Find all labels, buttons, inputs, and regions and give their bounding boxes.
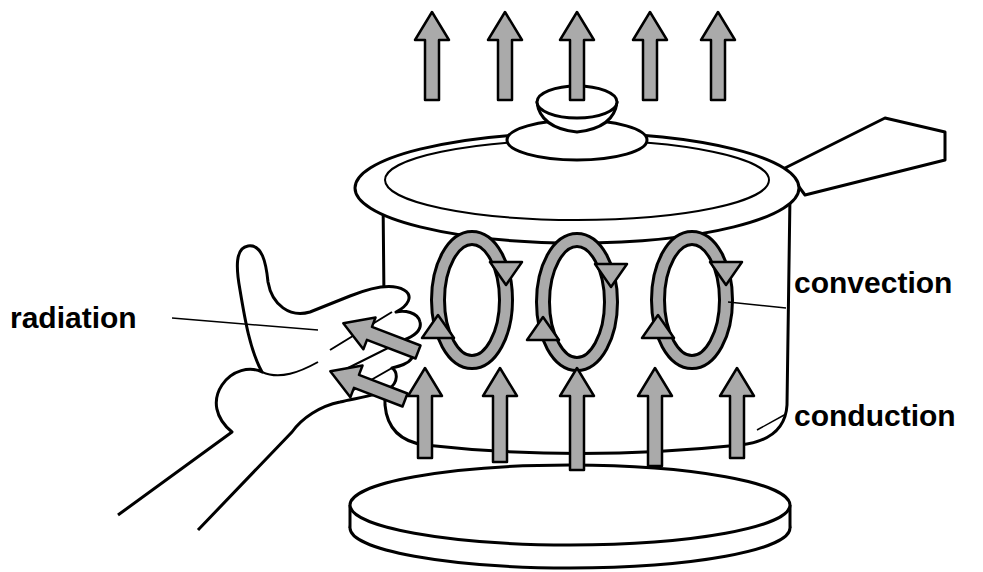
- rising-heat-arrows: [415, 12, 735, 100]
- burner-plate: [350, 465, 790, 568]
- hand-drawing: [118, 246, 420, 530]
- leader-lines: [172, 302, 786, 430]
- pot-handle: [785, 118, 945, 195]
- radiation-arrows: [324, 307, 424, 415]
- label-text: radiation: [10, 303, 137, 333]
- convection-loops: [422, 238, 742, 364]
- conduction-arrows: [408, 368, 754, 470]
- label-text: convection: [794, 268, 952, 298]
- label-text: conduction: [794, 401, 956, 431]
